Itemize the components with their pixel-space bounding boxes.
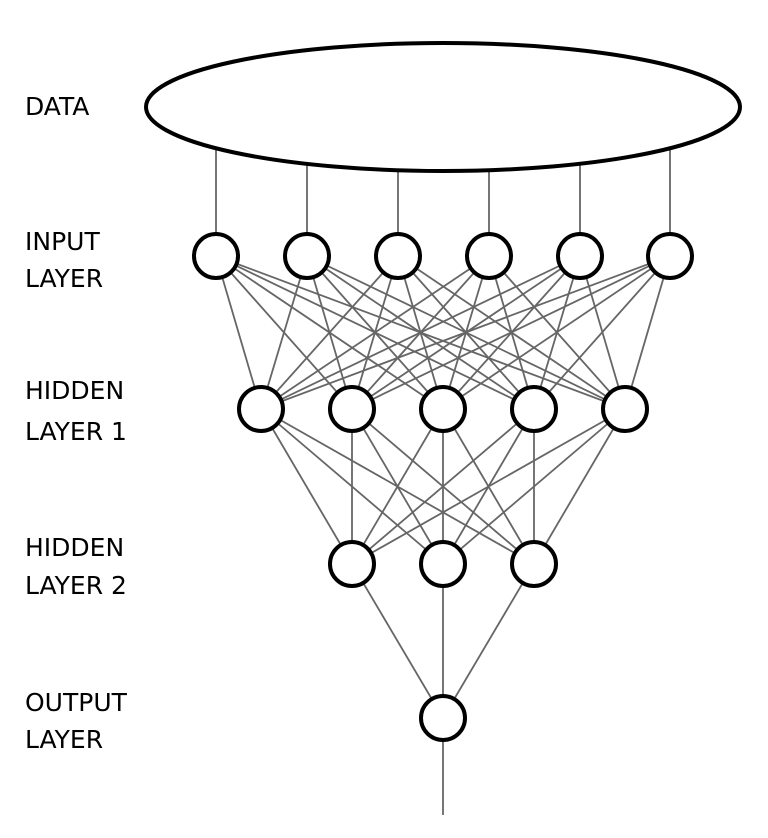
hidden1-to-hidden2-edge-0-0 bbox=[260, 408, 353, 565]
input-to-hidden1-edge-3-0 bbox=[260, 255, 490, 410]
hidden-layer-2-label-line-2: LAYER 2 bbox=[25, 571, 127, 600]
input-to-hidden1-edge-0-0 bbox=[215, 255, 262, 410]
input-to-hidden1-edge-5-0 bbox=[260, 255, 671, 410]
input-to-hidden1-edge-5-1 bbox=[351, 255, 671, 410]
hidden2-to-output-edge-2-0 bbox=[442, 563, 535, 719]
hidden2-node-0 bbox=[328, 540, 376, 588]
output-layer-label-line-2: LAYER bbox=[25, 725, 103, 754]
hidden2-to-output-edge-0-0 bbox=[351, 563, 444, 719]
connections bbox=[215, 146, 671, 815]
input-node-1 bbox=[283, 232, 331, 280]
hidden1-node-3 bbox=[510, 385, 558, 433]
hidden2-node-2 bbox=[510, 540, 558, 588]
input-node-0 bbox=[192, 232, 240, 280]
hidden1-node-4 bbox=[601, 385, 649, 433]
input-to-hidden1-edge-2-0 bbox=[260, 255, 399, 410]
input-node-4 bbox=[556, 232, 604, 280]
data-label: DATA bbox=[25, 92, 89, 121]
input-to-hidden1-edge-5-3 bbox=[533, 255, 671, 410]
input-node-5 bbox=[646, 232, 694, 280]
input-to-hidden1-edge-1-0 bbox=[260, 255, 308, 410]
hidden1-node-0 bbox=[237, 385, 285, 433]
output-node-0 bbox=[419, 694, 467, 742]
hidden1-to-hidden2-edge-4-0 bbox=[351, 408, 626, 565]
input-layer-label-line-2: LAYER bbox=[25, 264, 103, 293]
hidden2-node-1 bbox=[419, 540, 467, 588]
input-layer-label-line-1: INPUT bbox=[25, 227, 100, 256]
hidden-layer-1-label-line-1: HIDDEN bbox=[25, 376, 124, 405]
input-to-hidden1-edge-4-0 bbox=[260, 255, 581, 410]
hidden1-to-hidden2-edge-4-1 bbox=[442, 408, 626, 565]
input-node-2 bbox=[374, 232, 422, 280]
hidden1-node-1 bbox=[328, 385, 376, 433]
hidden1-to-hidden2-edge-3-0 bbox=[351, 408, 535, 565]
output-layer-label-line-1: OUTPUT bbox=[25, 688, 128, 717]
input-to-hidden1-edge-5-4 bbox=[624, 255, 671, 410]
hidden-layer-1-label-line-2: LAYER 1 bbox=[25, 417, 127, 446]
hidden-layer-2-label-line-1: HIDDEN bbox=[25, 533, 124, 562]
input-node-3 bbox=[465, 232, 513, 280]
hidden1-to-hidden2-edge-2-0 bbox=[351, 408, 444, 565]
data-ellipse bbox=[144, 41, 742, 173]
hidden1-node-2 bbox=[419, 385, 467, 433]
input-to-hidden1-edge-5-2 bbox=[442, 255, 671, 410]
hidden1-to-hidden2-edge-4-2 bbox=[533, 408, 626, 565]
nodes bbox=[192, 232, 694, 742]
